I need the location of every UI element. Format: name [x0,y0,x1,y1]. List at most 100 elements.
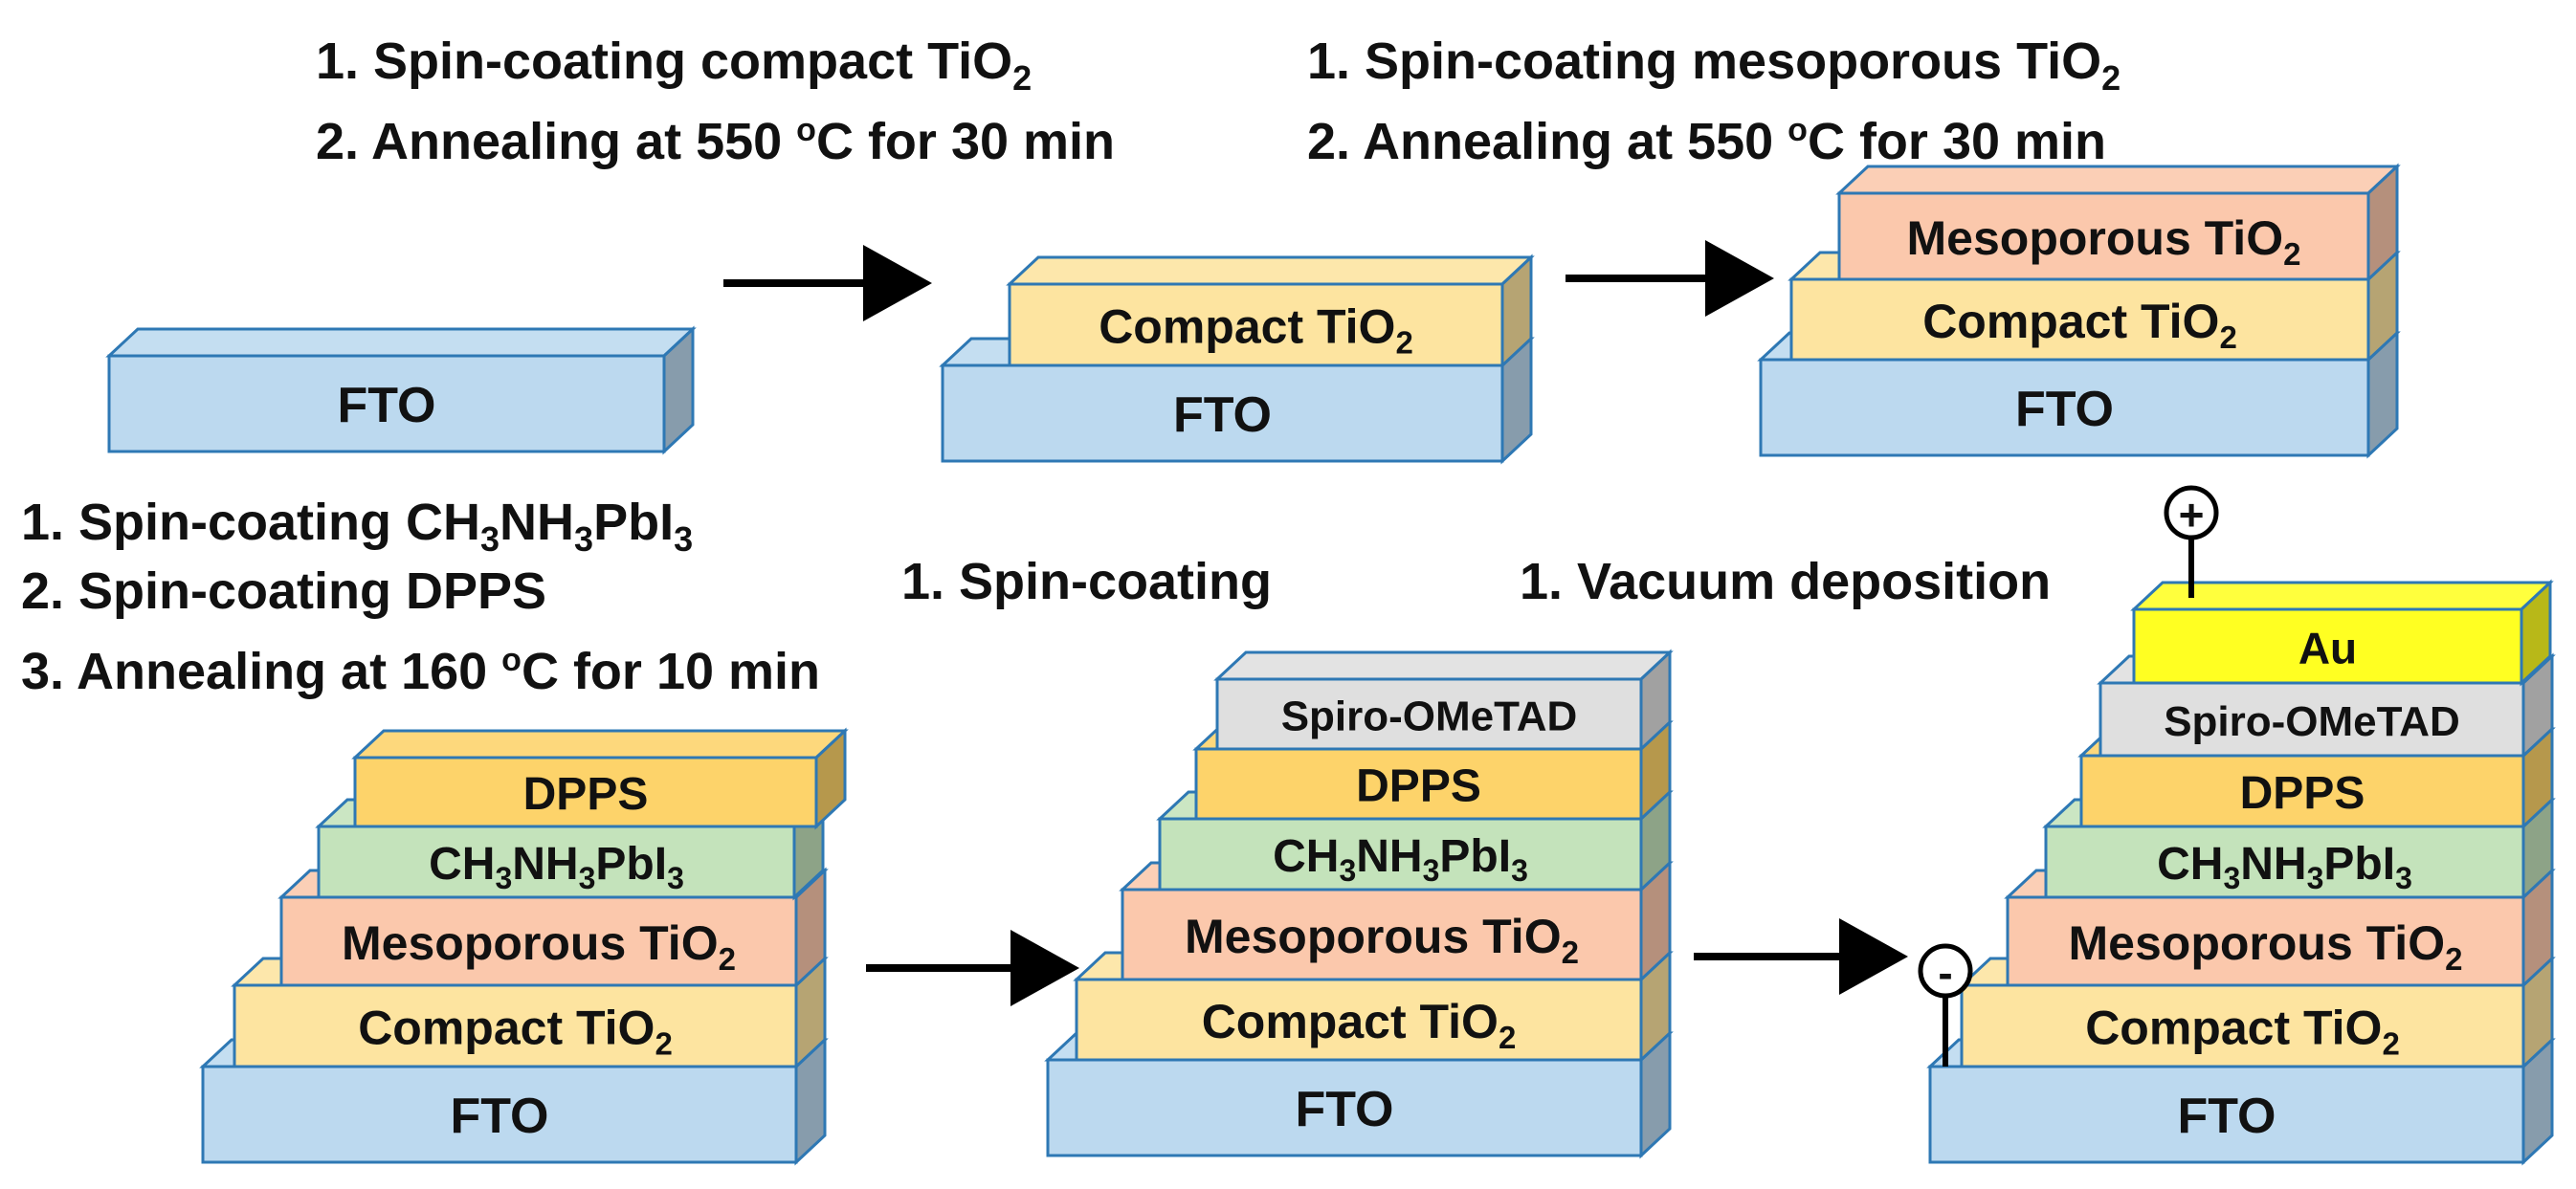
stack-compact: FTO Compact TiO2 [939,253,1535,465]
step-line: 1. Spin-coating mesoporous TiO2 [1307,27,2121,96]
mesoporous-top-face [1835,165,2401,195]
step-line: 1. Spin-coating CH3NH3PbI3 [21,488,820,557]
stack-fto: FTO [105,325,697,455]
terminal-sign: - [1938,948,1952,998]
subscript: 3 [574,519,594,559]
step-text-vacuum-deposition: 1. Vacuum deposition [1520,547,2051,616]
stack-perovskite-dpps: FTO Compact TiO2 Mesoporous TiO2 CH3NH3PbI3… [199,727,849,1166]
fto-front-face [1759,358,2370,457]
step-text: 2. Annealing at 550 [316,113,797,170]
terminal-circle [2164,485,2219,540]
fto-label: FTO [2015,382,2114,437]
fto-label: FTO [1173,387,1272,443]
compact-label: Compact TiO2 [358,1002,673,1062]
subscript: 3 [674,519,694,559]
step-text: 1. Spin-coating compact TiO [316,33,1013,90]
dpps-label: DPPS [523,769,649,820]
stack-mesoporous: FTO Compact TiO2 Mesoporous TiO2 [1757,163,2401,459]
au-top-face [2130,581,2554,611]
mesoporous-layer: Mesoporous TiO2 [1835,163,2401,283]
compact-front-face [1960,983,2525,1068]
subscript: 2 [2101,58,2121,98]
dpps-label: DPPS [2240,768,2365,819]
compact-front-face [1789,277,2370,362]
au-layer: Au [2130,579,2554,687]
compact-label: Compact TiO2 [1202,995,1517,1055]
compact-layer: Compact TiO2 [1006,253,1535,369]
step-text: NH [500,494,575,551]
subscript: 2 [1012,58,1033,98]
terminal-circle [1918,943,1973,999]
step-text: 1. Spin-coating mesoporous TiO [1307,33,2102,90]
dpps-layer: DPPS [351,727,849,830]
fto-front-face [1046,1058,1643,1157]
mesoporous-front-face [2006,895,2525,987]
mesoporous-label: Mesoporous TiO2 [1907,211,2301,272]
fto-layer: FTO [939,335,1535,465]
step-text-compact-tio2: 1. Spin-coating compact TiO2 2. Annealin… [316,27,1115,176]
step-text: 3. Annealing at 160 [21,643,502,700]
au-front-face [2132,607,2523,685]
positive-terminal: + [2164,485,2219,598]
compact-label: Compact TiO2 [1922,295,2237,355]
step-text-mesoporous-tio2: 1. Spin-coating mesoporous TiO2 2. Annea… [1307,27,2121,176]
perovskite-label: CH3NH3PbI3 [2157,839,2412,896]
mesoporous-front-face [279,895,798,987]
compact-label: Compact TiO2 [1099,300,1413,361]
step-text: C for 30 min [1807,113,2107,170]
perovskite-front-face [317,825,796,899]
step-text-perovskite-dpps: 1. Spin-coating CH3NH3PbI3 2. Spin-coati… [21,488,820,706]
spiro-label: Spiro-OMeTAD [2164,698,2460,745]
step-line: 2. Annealing at 550 oC for 30 min [1307,96,2121,176]
stack-complete-device: FTO Compact TiO2 Mesoporous TiO2 CH3NH3PbI3… [1926,579,2556,1166]
electrode-terminals: +- [1918,485,2219,1067]
fto-label: FTO [450,1089,548,1144]
perovskite-label: CH3NH3PbI3 [429,839,684,896]
compact-top-face [1006,255,1535,286]
negative-terminal: - [1918,943,1973,1067]
superscript: o [796,112,816,148]
step-line: 2. Annealing at 550 oC for 30 min [316,96,1115,176]
terminal-sign: + [2179,490,2205,539]
process-arrows [723,240,1908,1006]
au-label: Au [2298,624,2357,673]
spiro-front-face [1215,677,1643,751]
spiro-top-face [1213,650,1674,681]
compact-front-face [1008,282,1504,367]
step-text: C for 30 min [815,113,1116,170]
spiro-label: Spiro-OMeTAD [1281,693,1578,739]
step-line: 3. Annealing at 160 oC for 10 min [21,626,820,706]
fto-front-face [941,363,1504,463]
superscript: o [501,642,522,678]
subscript: 3 [480,519,500,559]
step-text: PbI [593,494,675,551]
fto-label: FTO [2177,1089,2276,1144]
mesoporous-label: Mesoporous TiO2 [1185,910,1579,970]
spiro-front-face [2099,681,2525,758]
fto-front-face [1928,1065,2525,1164]
mesoporous-label: Mesoporous TiO2 [2069,916,2463,977]
superscript: o [1788,112,1808,148]
compact-label: Compact TiO2 [2085,1002,2400,1062]
fto-label: FTO [337,378,435,433]
dpps-front-face [1194,747,1643,821]
step-line: 2. Spin-coating DPPS [21,562,547,620]
dpps-front-face [353,756,818,828]
perovskite-front-face [1158,817,1643,892]
mesoporous-label: Mesoporous TiO2 [342,916,736,977]
fto-front-face [107,354,666,453]
mesoporous-front-face [1121,888,1643,981]
perovskite-label: CH3NH3PbI3 [1273,831,1528,889]
mesoporous-front-face [1837,191,2370,281]
dpps-label: DPPS [1356,760,1481,811]
step-text: 1. Spin-coating CH [21,494,481,551]
step-line: 1. Spin-coating [901,553,1273,610]
step-line: 1. Spin-coating compact TiO2 [316,27,1115,96]
fto-top-face [105,327,697,358]
step-line: 1. Vacuum deposition [1520,553,2052,610]
step-text: 2. Annealing at 550 [1307,113,1788,170]
spiro-layer: Spiro-OMeTAD [1213,649,1674,753]
